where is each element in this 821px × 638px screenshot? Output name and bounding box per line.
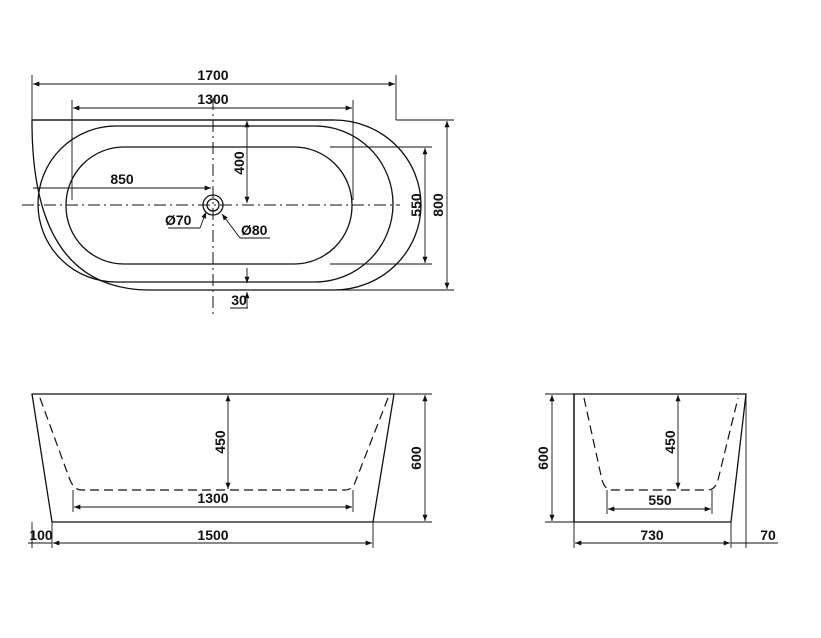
dim-front-total-height: 600: [408, 446, 424, 470]
dim-drain-to-top: 400: [231, 151, 247, 175]
dim-overall-width: 800: [430, 193, 446, 217]
top-view: 1700 1300 850 400 550 800 Ø70 Ø80 30: [22, 67, 454, 318]
dim-overflow-diameter: Ø80: [241, 222, 268, 238]
drain-outer-circle: [202, 194, 224, 216]
dim-side-base-width: 730: [640, 527, 664, 543]
leader-d80: [221, 213, 241, 239]
dim-side-inner-depth: 450: [662, 430, 678, 454]
dim-front-bottom-length: 1300: [197, 490, 228, 506]
dim-rim-offset: 30: [231, 292, 247, 308]
dim-drain-diameter: Ø70: [165, 212, 192, 228]
front-view: 450 600 1300 1500 100: [28, 393, 432, 548]
dim-front-side-offset: 100: [29, 527, 53, 543]
top-rim: [37, 125, 394, 283]
dim-front-inner-depth: 450: [212, 430, 228, 454]
dim-front-base-length: 1500: [197, 527, 228, 543]
leader-d70: [199, 211, 207, 229]
dim-drain-offset: 850: [110, 171, 134, 187]
dim-side-offset: 70: [760, 527, 776, 543]
side-inner-profile: [583, 397, 739, 491]
front-inner-profile: [39, 397, 389, 491]
dim-side-total-height: 600: [535, 446, 551, 470]
dim-inner-width: 550: [408, 193, 424, 217]
top-outer-shell: [31, 119, 422, 291]
dim-inner-length: 1300: [197, 91, 228, 107]
drain-inner-circle: [206, 198, 220, 212]
dim-overall-length: 1700: [197, 67, 228, 83]
side-view: 600 450 550 730 70: [535, 393, 778, 548]
dim-side-bottom-width: 550: [648, 492, 672, 508]
